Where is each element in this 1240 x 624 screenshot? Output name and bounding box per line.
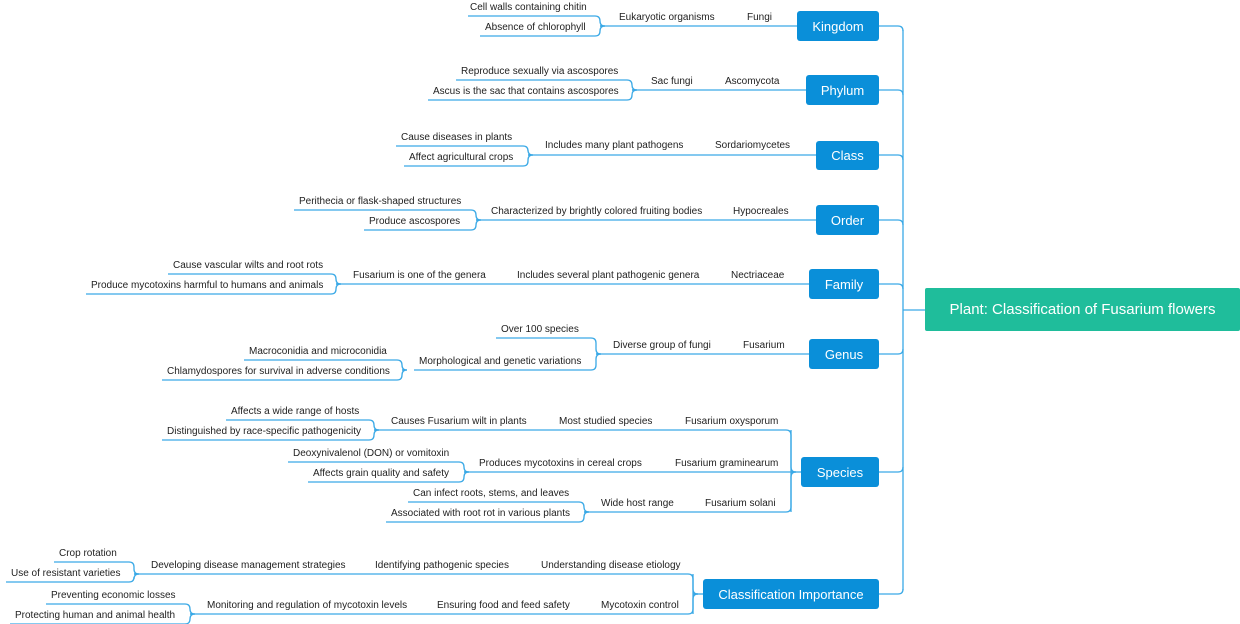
link-etiology-children-1 — [6, 573, 140, 583]
link-phylum-children-1 — [428, 89, 638, 101]
link-species-branches-2 — [584, 471, 797, 513]
family-nectriaceae[interactable]: Nectriaceae — [731, 270, 785, 281]
species-cereal-mycotoxins[interactable]: Produces mycotoxins in cereal crops — [479, 458, 642, 469]
species-graminearum[interactable]: Fusarium graminearum — [675, 458, 779, 469]
link-importance-branches-0 — [134, 573, 699, 595]
rank-order[interactable]: Order — [816, 205, 879, 235]
family-fusarium-genera[interactable]: Fusarium is one of the genera — [353, 270, 486, 281]
genus-variations[interactable]: Morphological and genetic variations — [419, 356, 582, 367]
link-oxy-children-1 — [162, 429, 380, 441]
phylum-ascus-sac[interactable]: Ascus is the sac that contains ascospore… — [433, 86, 619, 97]
trunk-branch-3 — [879, 219, 904, 226]
species-wide-host-range[interactable]: Wide host range — [601, 498, 674, 509]
trunk-branch-7 — [879, 588, 904, 595]
importance-management-strategies[interactable]: Developing disease management strategies — [151, 560, 346, 571]
importance-mycotoxin-control[interactable]: Mycotoxin control — [601, 600, 679, 611]
rank-genus[interactable]: Genus — [809, 339, 879, 369]
order-perithecia[interactable]: Perithecia or flask-shaped structures — [299, 196, 462, 207]
species-grain-quality[interactable]: Affects grain quality and safety — [313, 468, 450, 479]
genus-diverse-group[interactable]: Diverse group of fungi — [613, 340, 711, 351]
rank-phylum[interactable]: Phylum — [806, 75, 879, 105]
order-hypocreales[interactable]: Hypocreales — [733, 206, 789, 217]
species-solani[interactable]: Fusarium solani — [705, 498, 776, 509]
kingdom-fungi[interactable]: Fungi — [747, 12, 773, 23]
importance-economic-losses[interactable]: Preventing economic losses — [51, 590, 176, 601]
link-genus-children-1 — [414, 353, 602, 371]
species-don-vomitoxin[interactable]: Deoxynivalenol (DON) or vomitoxin — [293, 448, 450, 459]
importance-crop-rotation[interactable]: Crop rotation — [59, 548, 117, 559]
species-wide-range-hosts[interactable]: Affects a wide range of hosts — [231, 406, 360, 417]
importance-identifying-species[interactable]: Identifying pathogenic species — [375, 560, 509, 571]
class-sordariomycetes[interactable]: Sordariomycetes — [715, 140, 791, 151]
class-plant-pathogens[interactable]: Includes many plant pathogens — [545, 140, 684, 151]
link-importance-branches-1 — [190, 593, 699, 615]
species-most-studied[interactable]: Most studied species — [559, 416, 653, 427]
link-genus-grandchildren-1 — [162, 369, 408, 381]
species-fusarium-wilt[interactable]: Causes Fusarium wilt in plants — [391, 416, 527, 427]
trunk-branch-4 — [879, 283, 904, 290]
genus-fusarium[interactable]: Fusarium — [743, 340, 785, 351]
genus-conidia[interactable]: Macroconidia and microconidia — [249, 346, 387, 357]
link-gram-children-1 — [308, 471, 470, 483]
importance-human-animal-health[interactable]: Protecting human and animal health — [15, 610, 176, 621]
genus-chlamydospores[interactable]: Chlamydospores for survival in adverse c… — [167, 366, 390, 377]
link-genus-children-0 — [496, 337, 602, 355]
order-fruiting-bodies[interactable]: Characterized by brightly colored fruiti… — [491, 206, 703, 217]
genus-over-100-species[interactable]: Over 100 species — [501, 324, 579, 335]
kingdom-eukaryotic-organisms[interactable]: Eukaryotic organisms — [619, 12, 715, 23]
species-infect-roots[interactable]: Can infect roots, stems, and leaves — [413, 488, 570, 499]
importance-disease-etiology[interactable]: Understanding disease etiology — [541, 560, 681, 571]
family-mycotoxins[interactable]: Produce mycotoxins harmful to humans and… — [91, 280, 324, 291]
rank-classification-importance[interactable]: Classification Importance — [703, 579, 879, 609]
link-class-children-1 — [404, 154, 534, 167]
importance-resistant-varieties[interactable]: Use of resistant varieties — [11, 568, 121, 579]
rank-family[interactable]: Family — [809, 269, 879, 299]
link-sol-children-1 — [386, 511, 590, 523]
rank-class[interactable]: Class — [816, 141, 879, 170]
importance-monitoring-regulation[interactable]: Monitoring and regulation of mycotoxin l… — [207, 600, 408, 611]
link-order-children-1 — [364, 219, 482, 231]
link-family-children-1 — [86, 283, 342, 295]
phylum-ascomycota[interactable]: Ascomycota — [725, 76, 780, 87]
family-vascular-wilts[interactable]: Cause vascular wilts and root rots — [173, 260, 324, 271]
species-root-rot[interactable]: Associated with root rot in various plan… — [391, 508, 570, 519]
phylum-sac-fungi[interactable]: Sac fungi — [651, 76, 693, 87]
family-pathogenic-genera[interactable]: Includes several plant pathogenic genera — [517, 270, 700, 281]
link-kingdom-children-1 — [480, 25, 606, 37]
trunk-branch-6 — [879, 466, 904, 473]
root-node[interactable]: Plant: Classification of Fusarium flower… — [925, 288, 1240, 331]
trunk-branch-5 — [879, 348, 904, 355]
class-cause-diseases[interactable]: Cause diseases in plants — [401, 132, 513, 143]
rank-kingdom[interactable]: Kingdom — [797, 11, 879, 41]
rank-species[interactable]: Species — [801, 457, 879, 487]
trunk-branch-2 — [879, 154, 904, 161]
kingdom-absence-chlorophyll[interactable]: Absence of chlorophyll — [485, 22, 586, 33]
species-oxysporum[interactable]: Fusarium oxysporum — [685, 416, 779, 427]
trunk-branch-1 — [879, 89, 904, 96]
importance-food-safety[interactable]: Ensuring food and feed safety — [437, 600, 570, 611]
class-affect-crops[interactable]: Affect agricultural crops — [409, 152, 514, 163]
phylum-reproduce-ascospores[interactable]: Reproduce sexually via ascospores — [461, 66, 619, 77]
kingdom-cell-walls-chitin[interactable]: Cell walls containing chitin — [470, 2, 587, 13]
trunk-branch-0 — [879, 25, 904, 32]
order-produce-ascospores[interactable]: Produce ascospores — [369, 216, 461, 227]
species-race-specific[interactable]: Distinguished by race-specific pathogeni… — [167, 426, 361, 437]
